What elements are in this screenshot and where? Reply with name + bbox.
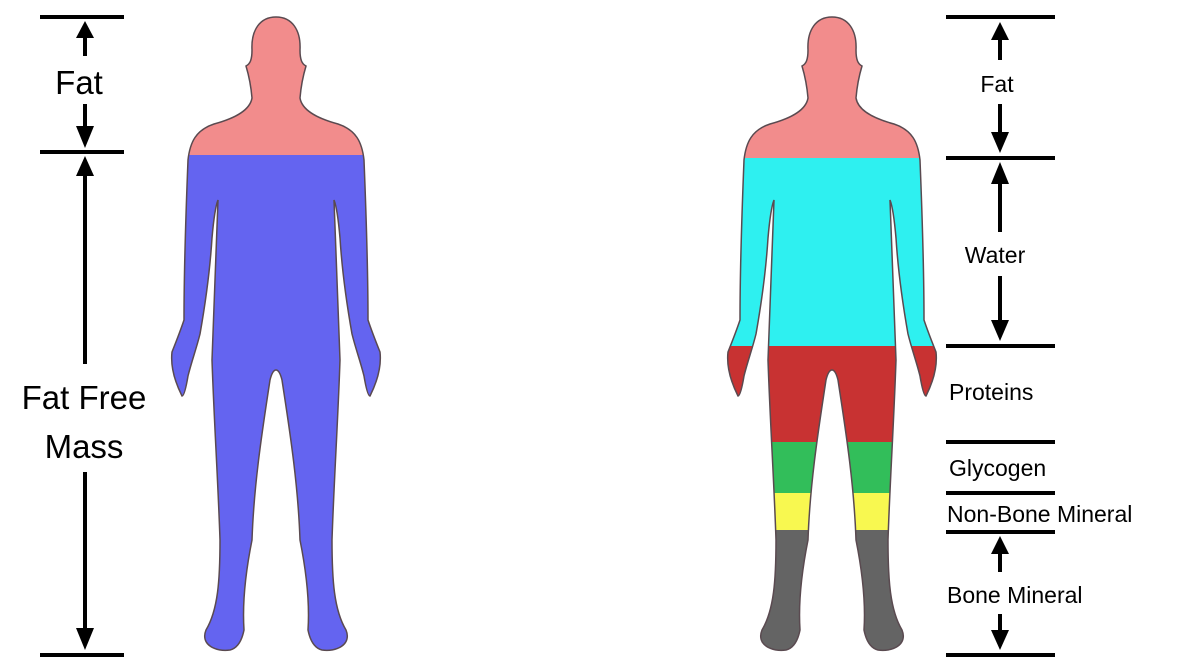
left-fat-free-region [150, 155, 410, 658]
left-scale [40, 17, 124, 655]
right-proteins-region [700, 346, 970, 442]
arrow-up-icon [76, 156, 94, 176]
right-bone-mineral-label: Bone Mineral [947, 582, 1083, 608]
arrow-down-icon [76, 126, 94, 148]
right-glycogen-label: Glycogen [949, 455, 1046, 481]
right-fat-label: Fat [980, 71, 1014, 97]
left-fat-region [150, 0, 410, 155]
arrow-down-icon [991, 630, 1009, 650]
right-fat-region [700, 0, 970, 158]
arrow-down-icon [991, 132, 1009, 153]
right-bone-mineral-region [700, 530, 970, 658]
arrow-down-icon [76, 628, 94, 650]
right-water-label: Water [965, 242, 1026, 268]
right-non-bone-mineral-region [700, 493, 970, 530]
right-scale [946, 17, 1055, 655]
arrow-up-icon [991, 162, 1009, 184]
left-body-figure [150, 0, 410, 658]
left-fat-free-label-line1: Fat Free [22, 379, 147, 416]
right-proteins-label: Proteins [949, 379, 1033, 405]
left-fat-label: Fat [55, 64, 103, 101]
left-fat-free-label-line2: Mass [45, 428, 124, 465]
arrow-up-icon [991, 536, 1009, 554]
arrow-up-icon [76, 21, 94, 38]
right-non-bone-mineral-label: Non-Bone Mineral [947, 501, 1132, 527]
right-glycogen-region [700, 442, 970, 493]
arrow-down-icon [991, 320, 1009, 341]
right-body-figure [700, 0, 970, 658]
arrow-up-icon [991, 22, 1009, 40]
